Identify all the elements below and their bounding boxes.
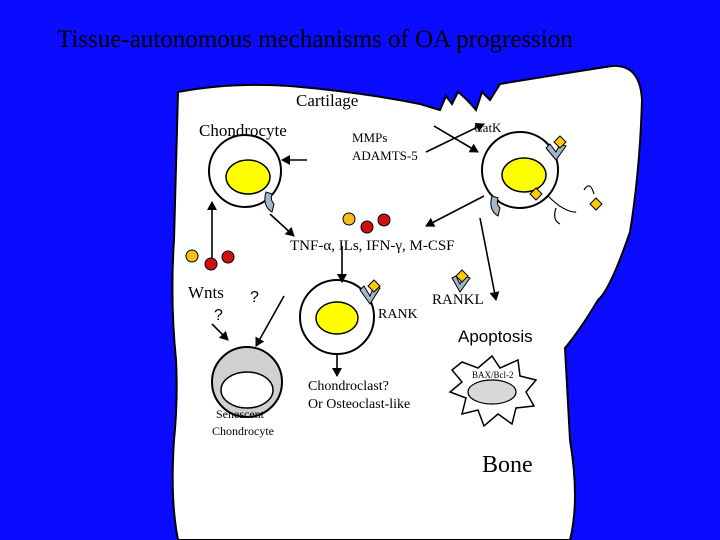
label-senescent-2: Chondrocyte <box>212 424 274 438</box>
label-chondroclast-1: Chondroclast? <box>308 379 389 394</box>
receptor-icon <box>264 191 275 213</box>
ligand-icon <box>367 279 381 293</box>
ligand-icon <box>589 197 603 211</box>
arrow <box>433 125 479 153</box>
cytokine-dot <box>360 220 374 234</box>
label-cartilage: Cartilage <box>296 91 358 110</box>
label-apoptosis: Apoptosis <box>458 327 533 346</box>
label-chondroclast-2: Or Osteoclast-like <box>308 397 410 412</box>
cytokine-dot <box>377 213 391 227</box>
label-senescent-1: Senescent <box>216 407 265 421</box>
chondrocyte-cell-right <box>481 131 559 209</box>
wnt-dot <box>185 249 199 263</box>
label-question-mid: ? <box>250 289 259 306</box>
label-chondrocyte: Chondrocyte <box>199 121 287 140</box>
label-rankl: RANKL <box>432 292 484 308</box>
cytokine-dot <box>342 212 356 226</box>
chondrocyte-cell <box>208 134 282 208</box>
label-bone: Bone <box>482 452 533 478</box>
label-cytokines: TNF-α, ILs, IFN-γ, M-CSF <box>290 238 455 254</box>
wnt-dot <box>204 257 218 271</box>
label-rank: RANK <box>378 307 418 322</box>
arrow <box>269 213 295 237</box>
label-mmps: MMPs <box>352 130 387 145</box>
ligand-icon <box>529 187 543 201</box>
arrow <box>479 217 500 301</box>
ligand-icon <box>553 135 567 149</box>
arrow <box>211 323 229 341</box>
label-wnts: Wnts <box>188 283 224 302</box>
apoptotic-cell <box>448 354 538 428</box>
wnt-dot <box>221 250 235 264</box>
ligand-icon <box>455 269 469 283</box>
arrow <box>255 295 285 347</box>
label-adamts: ADAMTS-5 <box>352 148 418 163</box>
receptor-icon <box>490 195 501 217</box>
label-question-wnts: ? <box>214 307 223 324</box>
senescent-chondrocyte <box>211 346 283 418</box>
arrow <box>425 195 485 227</box>
label-catk: CatK <box>474 120 502 135</box>
label-bax: BAX/Bcl-2 <box>472 370 514 380</box>
slide-title: Tissue-autonomous mechanisms of OA progr… <box>57 26 573 53</box>
